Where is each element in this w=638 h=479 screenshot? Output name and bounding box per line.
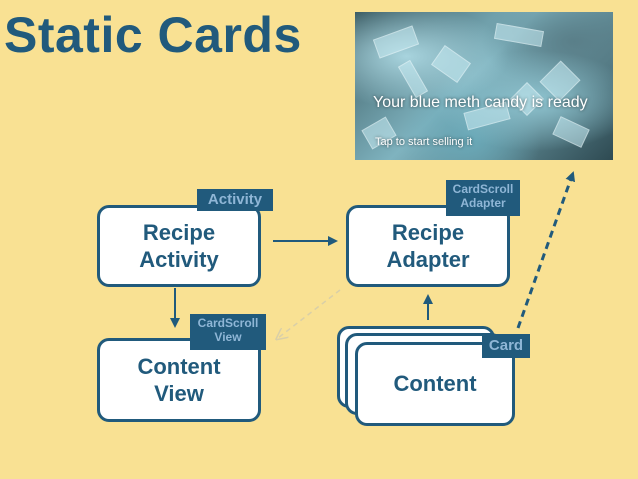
- card-tag: Card: [482, 334, 530, 358]
- content-view-line1: Content: [137, 353, 221, 379]
- content-view-line2: View: [154, 381, 204, 406]
- recipe-adapter-line1: Recipe: [391, 219, 465, 245]
- content-view-box: Content View: [97, 338, 261, 422]
- cardscroll-view-tag: CardScroll View: [190, 314, 266, 350]
- recipe-activity-box: Recipe Activity: [97, 205, 261, 287]
- recipe-adapter-box: Recipe Adapter: [346, 205, 510, 287]
- activity-tag: Activity: [197, 189, 273, 211]
- cardscroll-view-line1: CardScroll: [197, 316, 259, 330]
- recipe-activity-line2: Activity: [139, 247, 219, 272]
- content-card-front: Content: [355, 342, 515, 426]
- photo-subcaption: Tap to start selling it: [375, 136, 473, 148]
- recipe-activity-line1: Recipe: [142, 219, 216, 245]
- recipe-adapter-line2: Adapter: [386, 247, 470, 272]
- cardscroll-adapter-line2: Adapter: [460, 195, 506, 210]
- cardscroll-adapter-tag: CardScroll Adapter: [446, 180, 520, 216]
- content-label: Content: [393, 371, 477, 397]
- cardscroll-view-line2: View: [214, 329, 242, 344]
- candy-photo: Your blue meth candy is ready Tap to sta…: [355, 12, 613, 160]
- slide-title: Static Cards: [4, 7, 302, 63]
- cardscroll-adapter-line1: CardScroll: [452, 182, 514, 196]
- arrow-adapter-to-cardscroll-view: [278, 289, 341, 338]
- arrow-card-to-photo: [516, 171, 576, 329]
- photo-caption: Your blue meth candy is ready: [373, 94, 588, 111]
